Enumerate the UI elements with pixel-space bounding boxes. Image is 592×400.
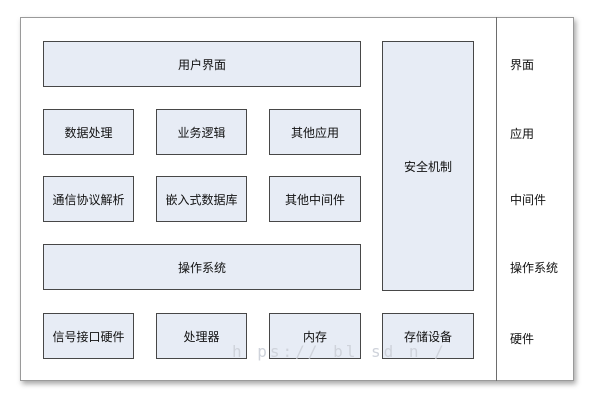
business-logic-label: 业务逻辑 <box>177 125 226 140</box>
signal-interface-box: 信号接口硬件 <box>43 313 134 359</box>
os-label: 操作系统 <box>177 260 226 275</box>
layer-label-os: 操作系统 <box>510 261 559 275</box>
layer-label-middleware: 中间件 <box>510 193 547 207</box>
storage-label: 存储设备 <box>403 329 452 344</box>
processor-label: 处理器 <box>183 329 220 344</box>
watermark: h ps:// bl sd n / <box>232 342 447 361</box>
other-middleware-box: 其他中间件 <box>269 176 361 222</box>
memory-box: 内存 <box>269 313 361 359</box>
embedded-db-box: 嵌入式数据库 <box>156 176 247 222</box>
data-processing-box: 数据处理 <box>43 109 134 155</box>
layer-divider <box>496 17 497 381</box>
protocol-parsing-box: 通信协议解析 <box>43 176 134 222</box>
protocol-parsing-label: 通信协议解析 <box>52 192 125 207</box>
layer-label-application: 应用 <box>510 127 535 141</box>
business-logic-box: 业务逻辑 <box>156 109 247 155</box>
memory-label: 内存 <box>302 329 327 344</box>
security-label: 安全机制 <box>403 159 452 174</box>
other-apps-label: 其他应用 <box>290 125 339 140</box>
other-middleware-label: 其他中间件 <box>284 192 345 207</box>
processor-box: 处理器 <box>156 313 247 359</box>
other-apps-box: 其他应用 <box>269 109 361 155</box>
storage-box: 存储设备 <box>382 313 474 359</box>
user-interface-label: 用户界面 <box>177 57 226 72</box>
layer-label-hardware: 硬件 <box>510 332 535 346</box>
signal-interface-label: 信号接口硬件 <box>52 329 125 344</box>
layer-label-interface: 界面 <box>510 58 535 72</box>
data-processing-label: 数据处理 <box>64 125 113 140</box>
os-box: 操作系统 <box>43 244 361 290</box>
security-box: 安全机制 <box>382 41 474 291</box>
embedded-db-label: 嵌入式数据库 <box>165 192 238 207</box>
user-interface-box: 用户界面 <box>43 41 361 87</box>
